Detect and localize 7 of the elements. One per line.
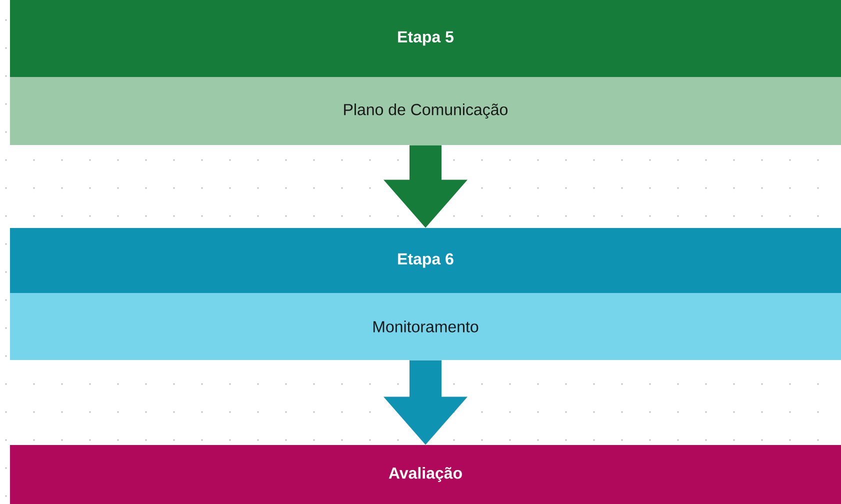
stage-heading-band: Avaliação (10, 445, 841, 504)
block-arrow (384, 360, 468, 445)
block-arrow (384, 145, 468, 228)
stage-band: Plano de Comunicação (10, 77, 841, 145)
stage-heading-band: Etapa 5 (10, 0, 841, 77)
stage-heading-band: Etapa 6 (10, 228, 841, 293)
stage-band: Monitoramento (10, 293, 841, 360)
